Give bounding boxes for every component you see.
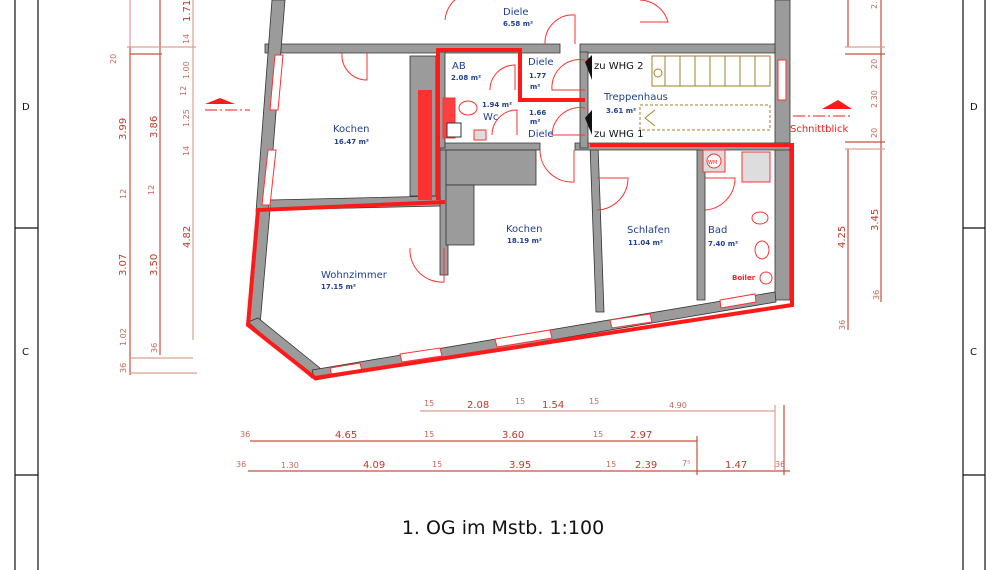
sheet-frame [14, 0, 986, 570]
room-area-diele-177: 1.77 [529, 72, 546, 80]
dim-bottom-21: 1.47 [725, 460, 747, 471]
dim-left-17: 4.82 [182, 226, 193, 248]
dim-bottom-20: 7⁵ [682, 459, 690, 468]
room-name-wohnzimmer: Wohnzimmer [321, 270, 388, 281]
room-name-ab: AB [452, 61, 466, 72]
room-name-wc: Wc [483, 112, 498, 123]
room-name-diele-top: Diele [503, 7, 529, 18]
bottom-dimension-labels: 15 2.08 15 1.54 15 4.90 36 4.65 15 3.60 … [236, 397, 785, 471]
dim-bottom-15: 4.09 [363, 460, 385, 471]
dim-bottom-16: 15 [432, 460, 442, 469]
dim-left-4: 3.07 [118, 254, 129, 276]
dim-left-2: 3.99 [118, 118, 129, 140]
grid-label-d-left: D [22, 102, 30, 113]
dim-right-1: 4.25 [837, 226, 848, 248]
doors [341, 0, 736, 283]
dim-bottom-14: 1.30 [281, 461, 299, 470]
dim-bottom-17: 3.95 [509, 460, 531, 471]
room-area-schlafen: 11.04 m² [628, 239, 663, 247]
dim-left-7: 3.86 [149, 116, 160, 138]
dim-bottom-3: 15 [515, 397, 525, 406]
stair-arrows [585, 55, 592, 135]
dim-left-6: 36 [119, 363, 128, 373]
dim-left-5: 1.02 [119, 328, 128, 346]
grid-label-c-left: C [22, 347, 29, 358]
section-marker-right [793, 100, 852, 117]
dim-left-8: 12 [147, 185, 156, 195]
grid-label-d-right: D [970, 102, 978, 113]
room-unit-diele-166: m² [530, 118, 540, 126]
grid-label-c-right: C [970, 347, 977, 358]
dim-left-12: 14 [182, 34, 191, 44]
dim-left-10: 36 [150, 343, 159, 353]
dim-left-14: 12 [179, 86, 188, 96]
room-area-bad: 7.40 m² [708, 240, 738, 248]
room-name-diele-177: Diele [528, 57, 554, 68]
dim-bottom-1: 15 [424, 399, 434, 408]
room-area-ab: 2.08 m² [451, 74, 481, 82]
bottom-dimension-lines [248, 405, 790, 475]
washing-machine-label: WM [708, 160, 717, 166]
windows [261, 54, 787, 377]
dim-right-5: 2.30 [870, 90, 879, 108]
dim-bottom-12: 2.97 [630, 430, 652, 441]
room-name-treppenhaus: Treppenhaus [603, 92, 668, 103]
dim-bottom-13: 36 [236, 460, 246, 469]
dim-right-8: 36 [872, 290, 881, 300]
dim-bottom-11: 15 [593, 430, 603, 439]
dim-right-4: 20 [870, 59, 879, 69]
stair-label-whg2: zu WHG 2 [594, 61, 643, 72]
room-name-kochen-mid: Kochen [506, 224, 543, 235]
dim-left-9: 3.50 [149, 254, 160, 276]
left-dimension-labels: 20 3.99 12 3.07 1.02 36 3.86 12 3.50 36 … [109, 0, 193, 373]
dim-right-2: 36 [838, 320, 847, 330]
dim-right-3: 2. [870, 1, 879, 9]
fixtures [442, 97, 773, 285]
right-dimension-lines [845, 0, 885, 330]
room-name-kochen-left: Kochen [333, 124, 370, 135]
dim-bottom-2: 2.08 [467, 400, 489, 411]
dim-right-7: 3.45 [870, 209, 881, 231]
dim-left-11: 1.71 [182, 0, 193, 22]
dim-right-6: 20 [870, 128, 879, 138]
dim-bottom-18: 15 [606, 460, 616, 469]
dim-left-1: 20 [109, 54, 118, 64]
boiler-label: Boiler [732, 274, 756, 282]
dim-bottom-7: 36 [240, 430, 250, 439]
dim-bottom-22: 36 [775, 460, 785, 469]
room-name-bad: Bad [708, 225, 727, 236]
dim-bottom-6: 4.90 [669, 401, 687, 410]
room-labels: Diele 6.58 m² AB 2.08 m² Diele 1.77 m² 1… [321, 7, 738, 291]
room-area-diele-top: 6.58 m² [503, 20, 533, 28]
dim-left-16: 14 [182, 146, 191, 156]
room-name-schlafen: Schlafen [627, 225, 670, 236]
room-unit-diele-177: m² [530, 83, 540, 91]
dim-bottom-5: 15 [589, 397, 599, 406]
section-marker-left [205, 98, 250, 111]
drawing-title: 1. OG im Mstb. 1:100 [402, 517, 604, 539]
stair-label-whg1: zu WHG 1 [594, 129, 643, 140]
dim-bottom-9: 15 [424, 430, 434, 439]
room-area-wc: 1.94 m² [482, 101, 512, 109]
dim-bottom-8: 4.65 [335, 430, 357, 441]
room-area-diele-166: 1.66 [529, 109, 546, 117]
room-area-kochen-left: 16.47 m² [334, 138, 369, 146]
staircase [639, 55, 771, 131]
room-area-treppenhaus: 3.61 m² [606, 107, 636, 115]
apartment-outline [245, 48, 794, 381]
dim-left-3: 12 [119, 189, 128, 199]
right-dimension-labels: 4.25 36 2. 20 2.30 20 3.45 36 [837, 1, 881, 330]
section-label: Schnittblick [790, 124, 849, 135]
room-area-wohnzimmer: 17.15 m² [321, 283, 356, 291]
dim-bottom-19: 2.39 [635, 460, 657, 471]
room-area-kochen-mid: 18.19 m² [507, 237, 542, 245]
dim-bottom-10: 3.60 [502, 430, 524, 441]
dim-bottom-4: 1.54 [542, 400, 564, 411]
left-dimension-lines [127, 0, 197, 375]
room-name-diele-166: Diele [528, 129, 554, 140]
dim-left-13: 1.00 [182, 61, 191, 79]
dim-left-15: 1.25 [182, 109, 191, 127]
